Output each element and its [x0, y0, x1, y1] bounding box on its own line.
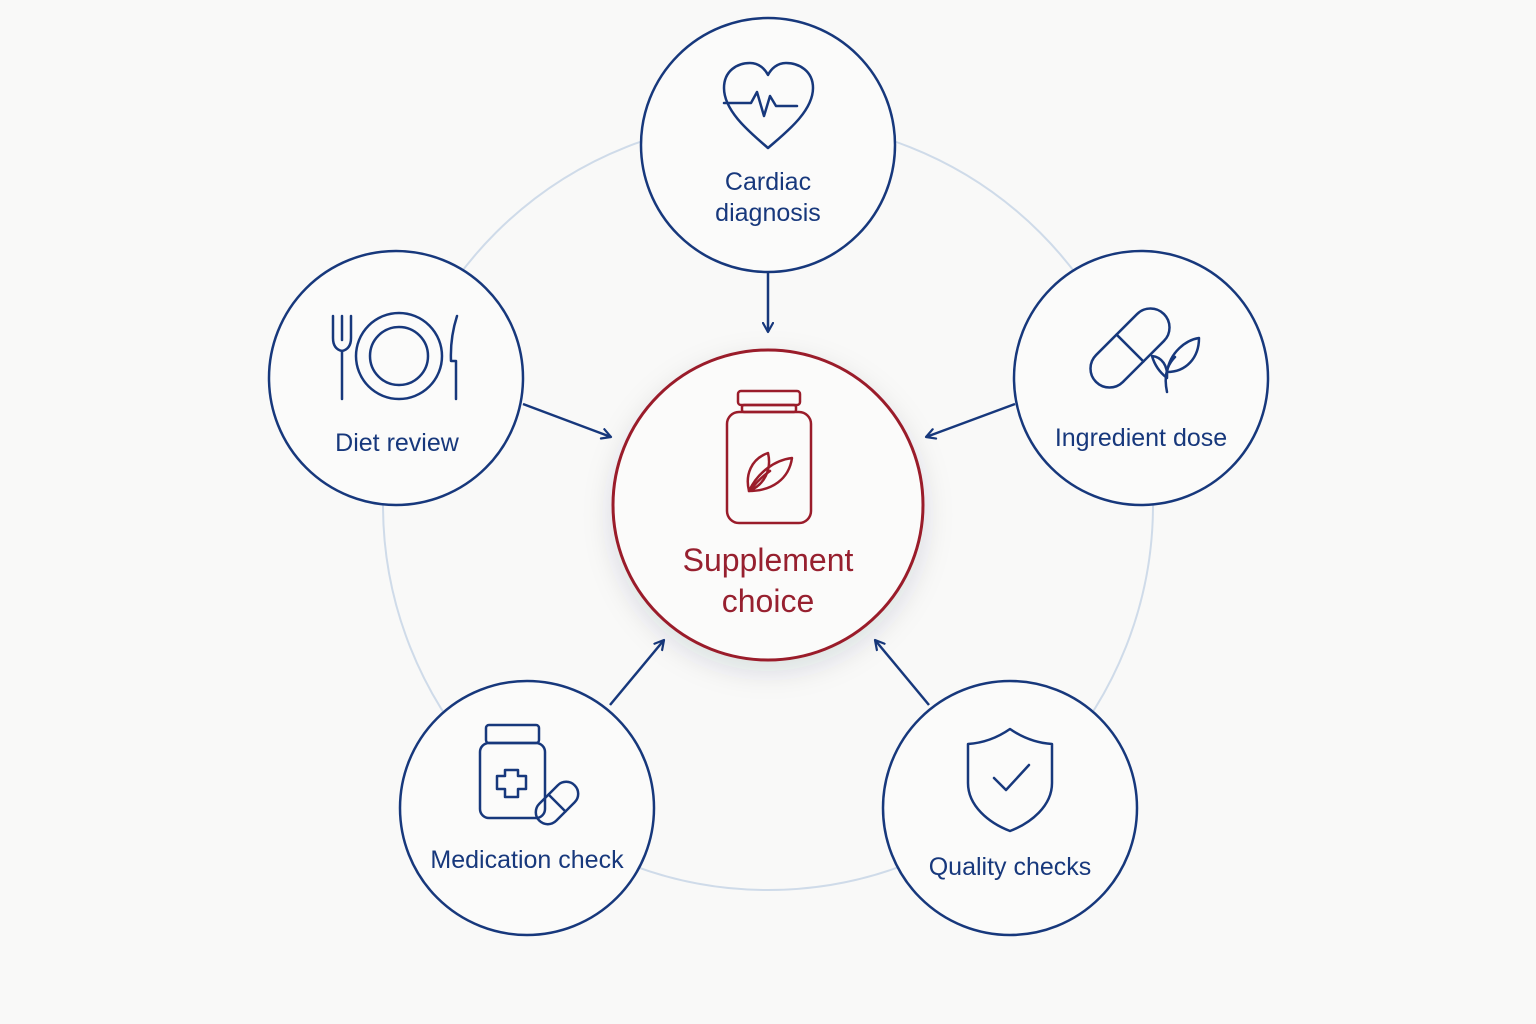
node-label-line1: Cardiac: [725, 168, 811, 196]
center-label-line2: choice: [722, 583, 815, 619]
node-circle: [881, 679, 1139, 937]
arrow-ingredient-to-center: [926, 402, 1016, 437]
node-label-line2: diagnosis: [715, 199, 821, 227]
center-node-supplement-choice: Supplement choice: [611, 348, 925, 662]
node-circle: [398, 679, 656, 937]
node-cardiac-diagnosis: Cardiac diagnosis: [639, 16, 897, 274]
medicine-bottle-pill-icon: [478, 723, 580, 826]
arrow-diet-to-center: [522, 402, 611, 437]
arrow-quality-to-center: [875, 640, 930, 706]
node-circle: [1012, 249, 1270, 507]
node-label: Ingredient dose: [1055, 424, 1227, 452]
plate-fork-knife-icon: [331, 311, 459, 401]
shield-check-icon: [966, 727, 1054, 833]
supplement-bottle-leaf-icon: [725, 389, 813, 525]
node-circle: [267, 249, 525, 507]
center-label-line1: Supplement: [683, 542, 854, 578]
center-circle: [611, 348, 925, 662]
node-circle: [639, 16, 897, 274]
capsule-leaf-icon: [1089, 307, 1201, 394]
node-label: Medication check: [430, 846, 624, 874]
node-label: Quality checks: [929, 853, 1092, 881]
node-quality-checks: Quality checks: [881, 679, 1139, 937]
node-medication-check: Medication check: [398, 679, 656, 937]
node-ingredient-dose: Ingredient dose: [1012, 249, 1270, 507]
node-diet-review: Diet review: [267, 249, 525, 507]
heart-pulse-icon: [722, 61, 815, 150]
arrow-medication-to-center: [609, 640, 664, 706]
node-label: Diet review: [335, 429, 460, 457]
